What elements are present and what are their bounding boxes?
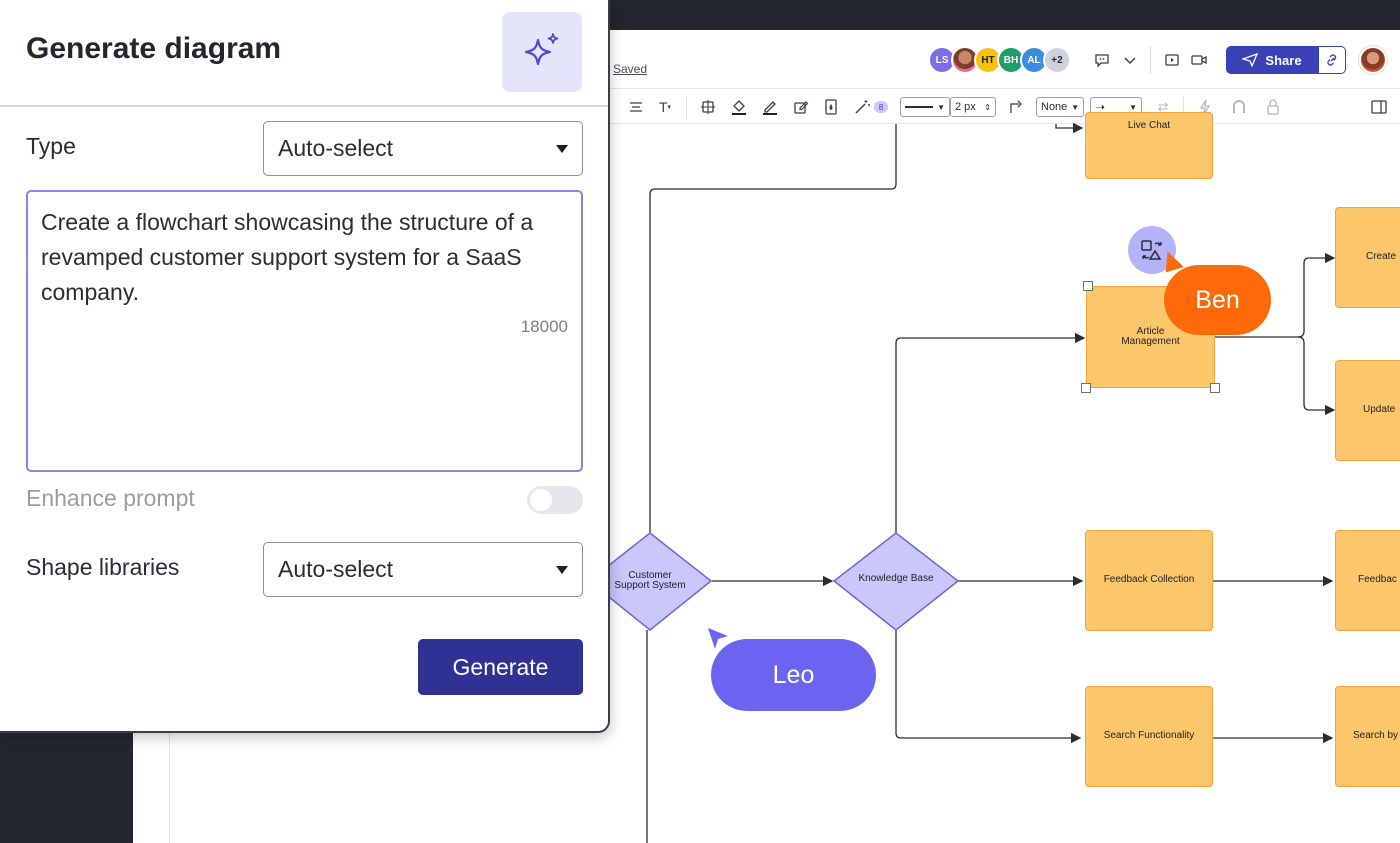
ben-cursor-icon xyxy=(1165,251,1184,273)
line-color-icon[interactable] xyxy=(760,97,780,117)
shape-libraries-select[interactable]: Auto-select xyxy=(263,542,583,597)
resize-handle[interactable] xyxy=(1210,383,1220,393)
sparkle-icon xyxy=(524,33,559,66)
send-icon xyxy=(1242,53,1259,67)
fill-color-icon[interactable] xyxy=(729,97,749,117)
leo-cursor-label: Leo xyxy=(711,639,876,711)
share-button[interactable]: Share xyxy=(1226,46,1318,74)
shape-libraries-label: Shape libraries xyxy=(26,554,180,580)
video-call-icon[interactable] xyxy=(1189,50,1209,70)
magic-wand-icon[interactable] xyxy=(852,97,872,117)
current-user-avatar[interactable] xyxy=(1359,46,1387,74)
shape-swap-icon xyxy=(1141,240,1162,260)
ai-sparkle-button[interactable] xyxy=(502,12,582,92)
caret-down-icon xyxy=(556,565,568,574)
swap-arrows-icon[interactable]: ⇄ xyxy=(1157,99,1169,114)
shape-position-icon[interactable] xyxy=(698,97,718,117)
panel-divider xyxy=(0,105,608,107)
line-shape-icon[interactable] xyxy=(1006,97,1026,117)
divider xyxy=(686,95,687,119)
process-node-search-functionality[interactable]: Search Functionality xyxy=(1085,686,1213,787)
saved-status-link[interactable]: Saved xyxy=(613,62,648,76)
top-bar: Saved LS HT BH AL +2 Share xyxy=(133,30,1400,88)
type-select[interactable]: Auto-select xyxy=(263,121,583,176)
process-node-update[interactable]: Update xyxy=(1335,360,1400,461)
customer-support-label: Customer Support System xyxy=(614,569,686,591)
line-width-select[interactable]: 2 px⇕ xyxy=(950,97,996,117)
decision-node-knowledge-base[interactable] xyxy=(832,532,960,631)
resize-handle[interactable] xyxy=(1083,281,1093,291)
magnet-icon[interactable] xyxy=(1229,97,1249,117)
opacity-icon[interactable] xyxy=(821,97,841,117)
process-node-feedback[interactable]: Feedbac xyxy=(1335,530,1400,631)
ai-actions-badge: 8 xyxy=(874,101,888,113)
more-collaborators-badge[interactable]: +2 xyxy=(1043,46,1071,74)
chevron-down-icon[interactable] xyxy=(1120,50,1140,70)
lock-icon[interactable] xyxy=(1263,97,1283,117)
generate-diagram-panel: Generate diagram Type Auto-select Create… xyxy=(0,0,610,733)
toggle-knob xyxy=(530,489,552,511)
process-node-create[interactable]: Create xyxy=(1335,207,1400,308)
style-icon[interactable] xyxy=(791,97,811,117)
enhance-prompt-toggle[interactable] xyxy=(527,486,583,514)
process-node-search-by[interactable]: Search by xyxy=(1335,686,1400,787)
divider xyxy=(1150,46,1151,74)
character-count: 18000 xyxy=(520,317,568,336)
caret-down-icon xyxy=(556,144,568,153)
collaborator-avatars[interactable]: LS HT BH AL +2 xyxy=(928,46,1071,74)
process-node-live-chat[interactable]: Live Chat xyxy=(1085,112,1213,179)
divider xyxy=(1183,95,1184,119)
type-label: Type xyxy=(26,133,76,159)
knowledge-base-label: Knowledge Base xyxy=(858,572,934,584)
process-node-feedback-collection[interactable]: Feedback Collection xyxy=(1085,530,1213,631)
comment-icon[interactable] xyxy=(1092,50,1112,70)
prompt-textarea[interactable]: Create a flowchart showcasing the struct… xyxy=(26,190,583,472)
leo-cursor-icon xyxy=(708,628,728,649)
generate-button[interactable]: Generate xyxy=(418,639,583,695)
present-icon[interactable] xyxy=(1162,50,1182,70)
link-icon xyxy=(1327,54,1337,66)
start-arrow-select[interactable]: None▼ xyxy=(1036,97,1084,117)
align-icon[interactable] xyxy=(626,97,646,117)
text-format-icon[interactable]: T▾ xyxy=(658,99,672,115)
ben-cursor-label: Ben xyxy=(1164,265,1271,335)
enhance-prompt-label: Enhance prompt xyxy=(26,485,195,511)
panel-toggle-icon[interactable] xyxy=(1369,97,1389,117)
copy-link-button[interactable] xyxy=(1318,46,1346,74)
resize-handle[interactable] xyxy=(1081,383,1091,393)
panel-title: Generate diagram xyxy=(26,32,282,65)
line-style-select[interactable]: ▼ xyxy=(900,97,950,117)
